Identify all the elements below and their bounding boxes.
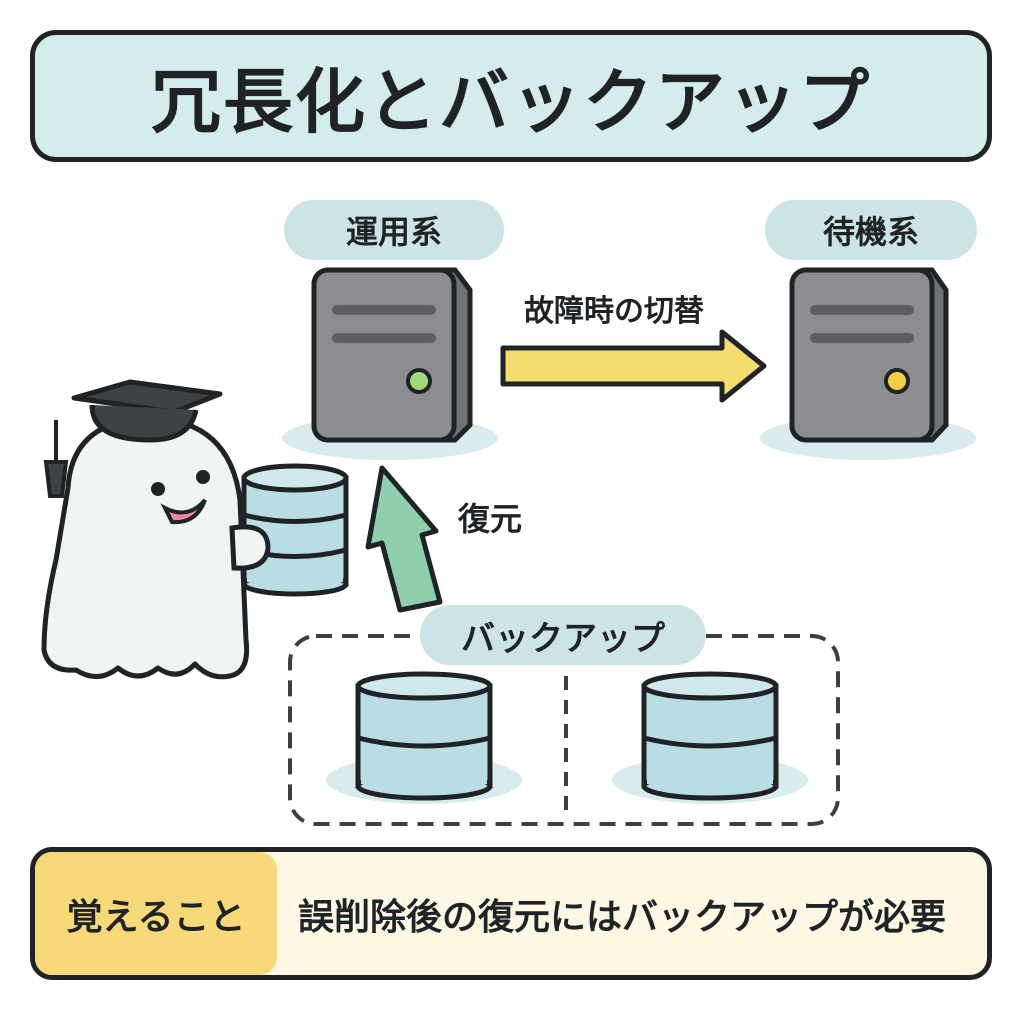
page-title: 冗長化とバックアップ [151, 60, 871, 143]
primary-server-icon [311, 267, 473, 443]
held-database-icon [241, 463, 349, 597]
key-point-tag: 覚えること [35, 852, 277, 975]
backup-database-icon [355, 671, 493, 801]
backup-database-icon [641, 671, 779, 801]
standby-label: 待機系 [822, 213, 919, 251]
backup-label: バックアップ [461, 618, 665, 659]
standby-label-pill: 待機系 [765, 200, 977, 260]
key-point-text: 誤削除後の復元にはバックアップが必要 [297, 896, 946, 938]
restore-label: 復元 [458, 500, 523, 538]
failover-label: 故障時の切替 [524, 294, 704, 329]
primary-label: 運用系 [345, 213, 442, 251]
graduation-cap-icon [43, 379, 223, 498]
ghost-mascot [41, 415, 250, 680]
primary-label-pill: 運用系 [284, 200, 504, 260]
failover-arrow [500, 329, 767, 403]
primary-status-led [406, 368, 432, 394]
key-point-box: 覚えること 誤削除後の復元にはバックアップが必要 [30, 847, 992, 980]
ghost-hand [229, 524, 271, 571]
restore-arrow [365, 465, 443, 613]
title-banner: 冗長化とバックアップ [30, 30, 992, 162]
standby-status-led [884, 368, 910, 394]
standby-server-icon [789, 267, 949, 443]
backup-label-pill: バックアップ [420, 605, 706, 665]
